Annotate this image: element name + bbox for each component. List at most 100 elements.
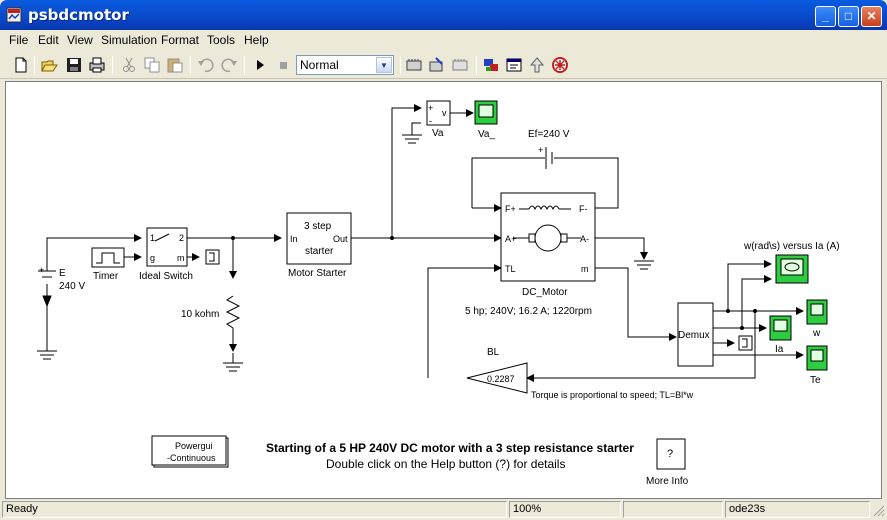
- powergui-line1: Powergui: [175, 441, 213, 451]
- simulation-mode-select[interactable]: Normal ▼: [296, 55, 394, 75]
- motor-port-aplus: A+: [505, 234, 516, 244]
- scope-te-label: Te: [810, 375, 821, 386]
- description-title: Starting of a 5 HP 240V DC motor with a …: [266, 441, 634, 455]
- ground-icon: [37, 350, 57, 360]
- status-zoom: 100%: [509, 501, 621, 518]
- motor-starter-block[interactable]: [286, 212, 352, 265]
- motor-port-tl: TL: [505, 264, 516, 274]
- source-label-e: E: [59, 268, 66, 279]
- starter-port-in: In: [290, 234, 298, 244]
- model-canvas[interactable]: + - v Va Va_ Ef=240 V + + E 240 V: [5, 81, 882, 499]
- scope-w-block[interactable]: [806, 299, 828, 325]
- terminator-block[interactable]: [205, 249, 220, 265]
- timer-block[interactable]: [91, 247, 125, 268]
- menu-help[interactable]: Help: [244, 33, 269, 47]
- chevron-down-icon[interactable]: ▼: [376, 57, 392, 73]
- open-icon[interactable]: [41, 56, 59, 74]
- menu-format[interactable]: Format: [161, 33, 200, 47]
- xy-graph-block[interactable]: [775, 254, 809, 284]
- dc-field-source-block[interactable]: [545, 147, 553, 169]
- resize-grip-icon[interactable]: [872, 504, 885, 517]
- print-icon[interactable]: [88, 56, 106, 74]
- block-diagram: + - v Va Va_ Ef=240 V + + E 240 V: [37, 100, 840, 487]
- gain-block[interactable]: [466, 362, 528, 394]
- simulation-mode-value: Normal: [300, 58, 339, 72]
- copy-icon[interactable]: [143, 56, 161, 74]
- menu-simulation[interactable]: Simulation: [101, 33, 158, 47]
- build-icon[interactable]: [405, 56, 423, 74]
- scope-va-block[interactable]: [474, 100, 498, 125]
- voltage-sensor-minus: -: [429, 116, 432, 126]
- update-icon[interactable]: [428, 56, 446, 74]
- new-icon[interactable]: [12, 56, 30, 74]
- switch-port-m: m: [177, 253, 185, 263]
- voltage-sensor-label: Va: [432, 128, 444, 139]
- switch-label: Ideal Switch: [139, 271, 193, 282]
- play-icon[interactable]: [251, 56, 269, 74]
- redo-icon[interactable]: [220, 56, 238, 74]
- model-browser-icon[interactable]: [482, 56, 500, 74]
- voltage-measurement-block[interactable]: + - v: [426, 100, 451, 126]
- menu-tools[interactable]: Tools: [207, 33, 236, 47]
- switch-port-2: 2: [179, 233, 184, 243]
- ideal-switch-block[interactable]: [146, 227, 188, 267]
- source-label-v: 240 V: [59, 281, 85, 292]
- explorer-icon[interactable]: [551, 56, 569, 74]
- source-plus: +: [39, 265, 44, 275]
- demux-block[interactable]: [677, 302, 714, 367]
- starter-label: Motor Starter: [288, 268, 347, 279]
- ef-plus: +: [538, 145, 543, 155]
- junction-dots: [231, 236, 757, 330]
- menu-file[interactable]: File: [9, 33, 29, 47]
- help-button[interactable]: [656, 438, 686, 470]
- menu-edit[interactable]: Edit: [38, 33, 59, 47]
- ground-icon: [634, 260, 654, 270]
- status-bar: Ready 100% ode23s: [0, 500, 887, 520]
- xy-graph-label: w(rad\s) versus Ia (A): [743, 241, 840, 252]
- scope-w-label: w: [812, 328, 821, 339]
- powergui-line2: -Continuous: [167, 453, 216, 463]
- switch-port-1: 1: [150, 233, 155, 243]
- motor-port-fplus: F+: [505, 204, 516, 214]
- description-sub: Double click on the Help button (?) for …: [326, 457, 565, 471]
- voltage-sensor-port: v: [442, 108, 447, 118]
- torque-note: Torque is proportional to speed; TL=Bl*w: [531, 390, 694, 400]
- close-button[interactable]: ✕: [861, 6, 882, 27]
- cut-icon[interactable]: [120, 56, 138, 74]
- status-state: Ready: [2, 501, 507, 518]
- scope-ia-block[interactable]: [769, 315, 792, 341]
- undo-icon[interactable]: [197, 56, 215, 74]
- powergui-block[interactable]: [151, 435, 229, 468]
- ground-icon: [223, 362, 243, 372]
- gain-value: 0.2287: [487, 374, 515, 384]
- paste-icon[interactable]: [166, 56, 184, 74]
- parent-icon[interactable]: [528, 56, 546, 74]
- motor-port-aminus: A-: [580, 234, 589, 244]
- maximize-button[interactable]: □: [838, 6, 859, 27]
- gain-name: BL: [487, 347, 500, 358]
- dc-voltage-source-block[interactable]: [38, 270, 56, 308]
- resistor-label: 10 kohm: [181, 309, 219, 320]
- dc-motor-block[interactable]: [500, 192, 596, 282]
- stop-icon[interactable]: [274, 56, 292, 74]
- starter-port-out: Out: [333, 234, 348, 244]
- terminator-block[interactable]: [738, 335, 753, 351]
- status-empty: [623, 501, 723, 518]
- scope-ia-label: Ia: [775, 344, 784, 355]
- menu-bar: File Edit View Simulation Format Tools H…: [0, 30, 887, 50]
- library-icon[interactable]: [451, 56, 469, 74]
- menu-view[interactable]: View: [67, 33, 93, 47]
- save-icon[interactable]: [65, 56, 83, 74]
- scope-va-label: Va_: [478, 129, 495, 140]
- scope-te-block[interactable]: [806, 345, 828, 371]
- window-title: psbdcmotor: [28, 6, 129, 24]
- debugger-icon[interactable]: [505, 56, 523, 74]
- minimize-button[interactable]: _: [815, 6, 836, 27]
- help-icon: ?: [667, 448, 673, 460]
- more-info-label: More Info: [646, 476, 689, 487]
- voltage-sensor-plus: +: [428, 103, 433, 113]
- motor-port-m: m: [581, 264, 589, 274]
- starter-text-2: starter: [305, 246, 334, 257]
- motor-label: DC_Motor: [522, 287, 568, 298]
- ground-icon: [402, 134, 422, 144]
